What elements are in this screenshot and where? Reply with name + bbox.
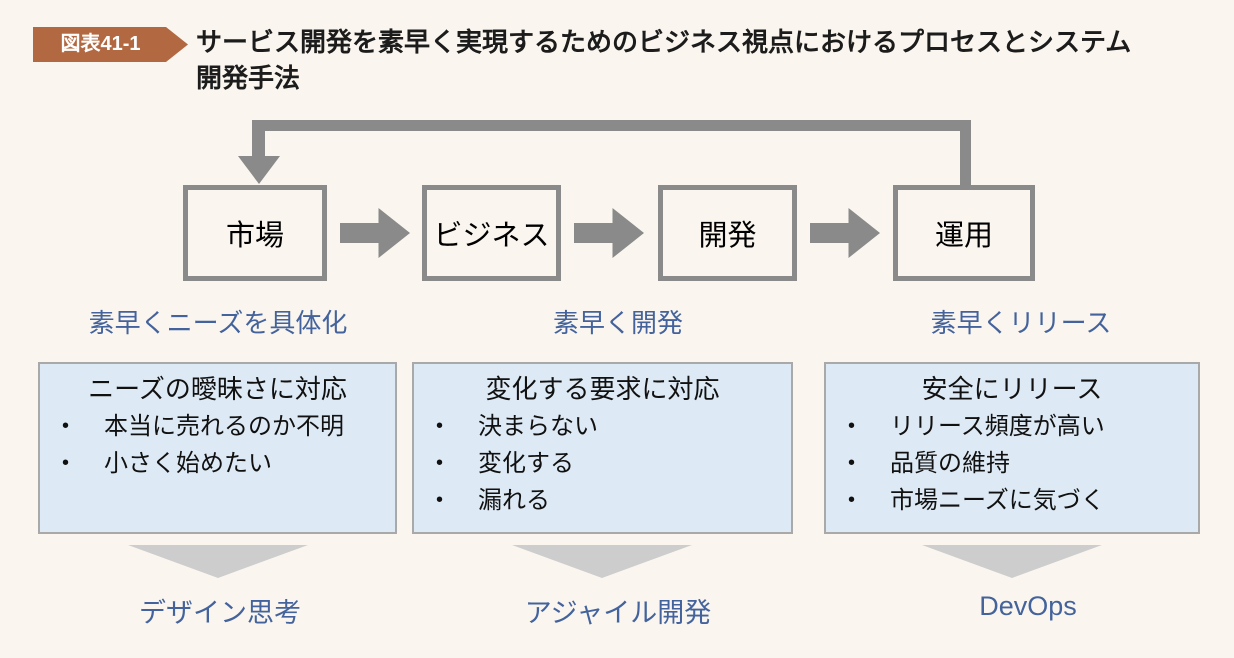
goal-label-release: 素早くリリース xyxy=(930,308,1112,338)
feedback-loop-line-left xyxy=(252,120,265,158)
flow-node-development: 開発 xyxy=(658,185,797,281)
method-label-agile: アジャイル開発 xyxy=(524,598,712,628)
bullet-icon: • xyxy=(436,415,444,437)
bullet-text: 本当に売れるのか不明 xyxy=(104,413,344,440)
bullet-text: 小さく始めたい xyxy=(104,450,272,477)
bullet-text: 市場ニーズに気づく xyxy=(890,487,1105,514)
panel-safe-release: 安全にリリース • リリース頻度が高い • 品質の維持 • 市場ニーズに気づく xyxy=(824,362,1200,534)
bullet-icon: • xyxy=(848,452,856,474)
figure-number-badge: 図表41-1 xyxy=(33,27,188,62)
bullet-text: リリース頻度が高い xyxy=(890,413,1105,440)
feedback-arrowhead-icon xyxy=(238,156,280,184)
right-arrow-icon xyxy=(810,208,880,258)
feedback-loop-line-horizontal xyxy=(252,120,971,131)
panel-needs: ニーズの曖昧さに対応 • 本当に売れるのか不明 • 小さく始めたい xyxy=(38,362,397,534)
bullet-icon: • xyxy=(62,452,70,474)
figure-title-line2: 開発手法 xyxy=(196,63,301,93)
bullet-text: 漏れる xyxy=(478,487,550,514)
panel-changing-requirements: 変化する要求に対応 • 決まらない • 変化する • 漏れる xyxy=(412,362,793,534)
flow-node-business: ビジネス xyxy=(422,185,561,281)
method-label-devops: DevOps xyxy=(979,591,1077,621)
list-item: • 本当に売れるのか不明 xyxy=(40,408,395,445)
bullet-text: 決まらない xyxy=(478,413,598,440)
feedback-loop-line-right xyxy=(960,120,971,186)
flow-node-market: 市場 xyxy=(183,185,327,281)
right-arrow-icon xyxy=(574,208,644,258)
list-item: • 決まらない xyxy=(414,408,791,445)
list-item: • 市場ニーズに気づく xyxy=(826,482,1198,519)
down-triangle-icon xyxy=(922,545,1102,578)
panel-title: ニーズの曖昧さに対応 xyxy=(88,374,347,404)
right-arrow-icon xyxy=(340,208,410,258)
list-item: • 品質の維持 xyxy=(826,445,1198,482)
bullet-text: 品質の維持 xyxy=(890,450,1010,477)
list-item: • 漏れる xyxy=(414,482,791,519)
bullet-icon: • xyxy=(848,415,856,437)
down-triangle-icon xyxy=(128,545,308,578)
bullet-icon: • xyxy=(436,452,444,474)
goal-label-needs: 素早くニーズを具体化 xyxy=(88,308,348,338)
list-item: • リリース頻度が高い xyxy=(826,408,1198,445)
list-item: • 小さく始めたい xyxy=(40,445,395,482)
down-triangle-icon xyxy=(512,545,692,578)
bullet-icon: • xyxy=(848,489,856,511)
figure-title-line1: サービス開発を素早く実現するためのビジネス視点におけるプロセスとシステム xyxy=(196,27,1132,57)
bullet-text: 変化する xyxy=(478,450,574,477)
goal-label-develop: 素早く開発 xyxy=(552,308,684,338)
panel-title: 変化する要求に対応 xyxy=(485,374,720,404)
method-label-design-thinking: デザイン思考 xyxy=(139,598,301,628)
figure-title: サービス開発を素早く実現するためのビジネス視点におけるプロセスとシステム 開発手… xyxy=(196,24,1196,96)
bullet-icon: • xyxy=(436,489,444,511)
flow-node-operations: 運用 xyxy=(893,185,1035,281)
list-item: • 変化する xyxy=(414,445,791,482)
panel-title: 安全にリリース xyxy=(921,374,1103,404)
bullet-icon: • xyxy=(62,415,70,437)
